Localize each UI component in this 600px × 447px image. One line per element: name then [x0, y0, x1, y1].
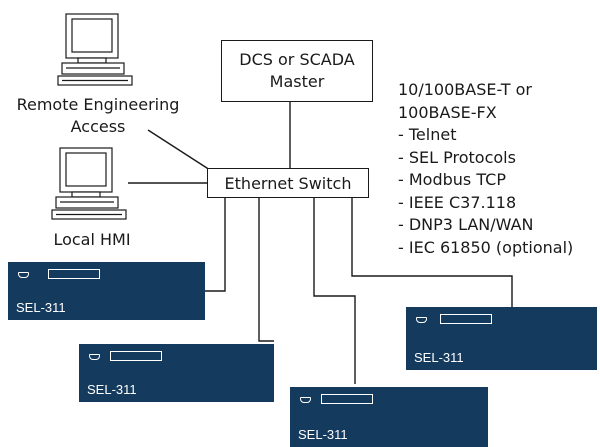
line-switch-to-relay-2: [258, 198, 274, 342]
relay-unit-3: SEL-311: [290, 387, 488, 447]
protocol-list: 10/100BASE-T or 100BASE-FX - Telnet - SE…: [398, 79, 598, 259]
relay-unit-1: SEL-311: [8, 262, 205, 320]
protocol-item: - DNP3 LAN/WAN: [398, 215, 534, 234]
lcd-display-icon: [48, 269, 100, 279]
protocol-item: - IEC 61850 (optional): [398, 237, 574, 257]
line-remote-to-switch: [147, 129, 211, 171]
protocol-item: 10/100BASE-T or: [398, 80, 533, 99]
lcd-display-icon: [110, 351, 162, 361]
local-hmi-label: Local HMI: [53, 230, 131, 249]
protocol-item: - Telnet: [398, 125, 457, 144]
ethernet-switch-box: Ethernet Switch: [207, 168, 369, 198]
relay-name: SEL-311: [16, 300, 66, 315]
line-switch-to-relay-4: [351, 198, 513, 307]
relay-name: SEL-311: [414, 350, 464, 365]
lcd-display-icon: [321, 394, 373, 404]
relay-name: SEL-311: [87, 382, 137, 397]
remote-computer-icon: [57, 13, 133, 86]
protocol-item: 100BASE-FX: [398, 102, 497, 122]
master-line2: Master: [269, 72, 325, 91]
local-hmi-computer-icon: [51, 147, 127, 220]
relay-unit-2: SEL-311: [79, 344, 274, 402]
serial-port-icon: [416, 317, 427, 323]
protocol-item: - SEL Protocols: [398, 147, 516, 167]
line-switch-to-relay-3: [313, 198, 356, 384]
protocol-item: - IEEE C37.118: [398, 192, 517, 212]
dcs-scada-master-box: DCS or SCADA Master: [221, 40, 373, 102]
serial-port-icon: [89, 354, 100, 360]
remote-access-line2: Access: [70, 117, 126, 136]
relay-unit-4: SEL-311: [406, 307, 597, 370]
serial-port-icon: [18, 272, 29, 278]
lcd-display-icon: [440, 314, 492, 324]
remote-access-line1: Remote Engineering: [16, 95, 180, 114]
protocol-item: - Modbus TCP: [398, 170, 506, 189]
line-switch-to-relay-1: [205, 198, 226, 292]
relay-name: SEL-311: [298, 427, 348, 442]
remote-access-label: Remote Engineering Access: [0, 94, 196, 138]
serial-port-icon: [300, 397, 311, 403]
master-line1: DCS or SCADA: [239, 50, 355, 69]
